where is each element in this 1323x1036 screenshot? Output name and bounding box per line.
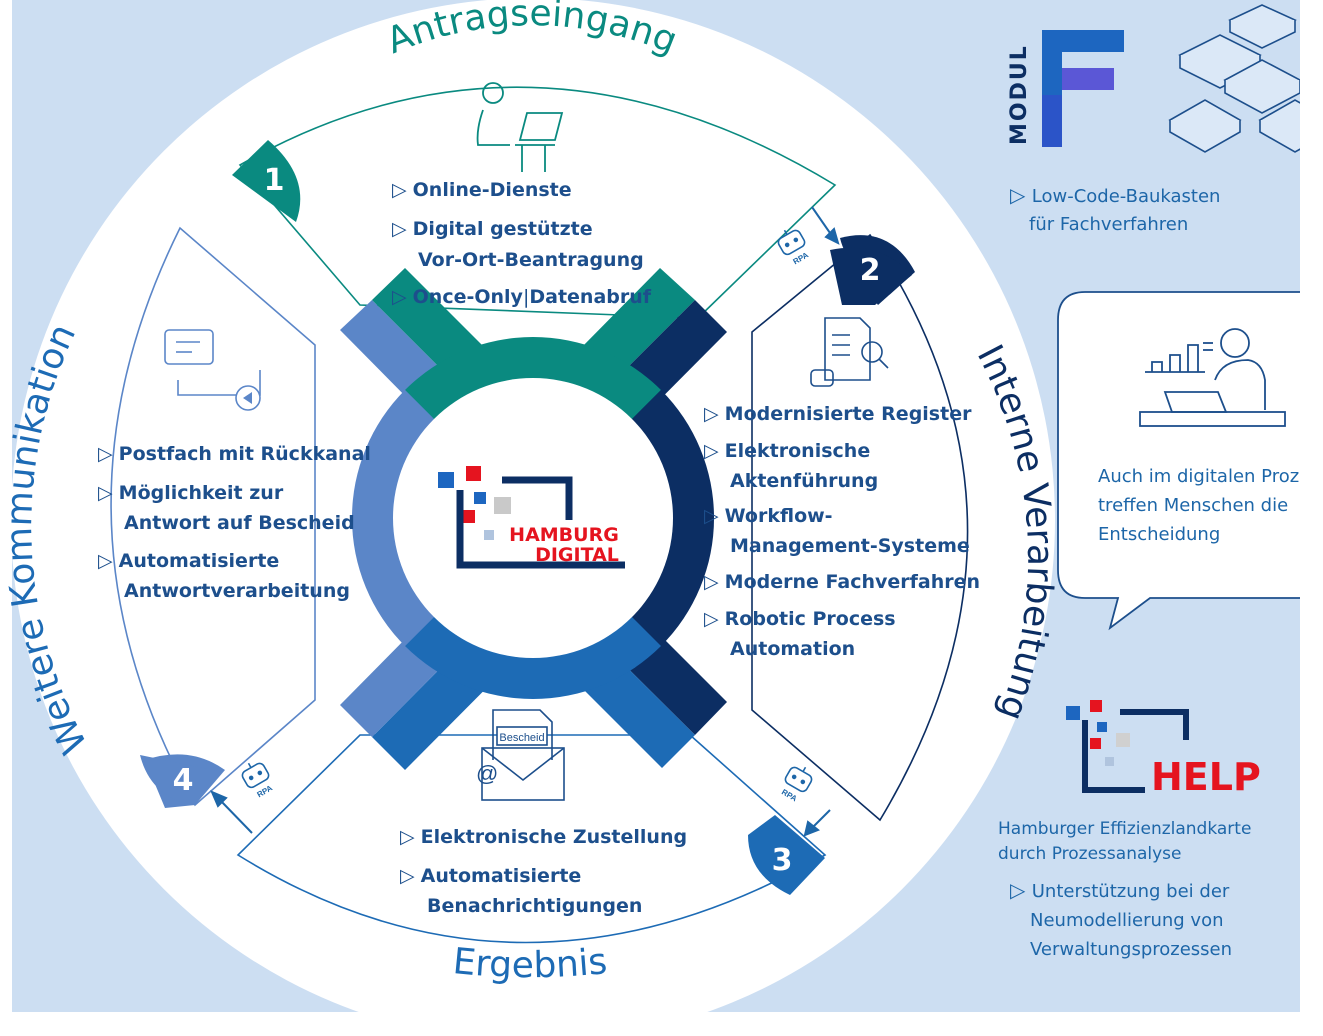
list-interne-verarbeitung: ▷ Modernisierte Register ▷ Elektronische… [704,403,980,660]
list-item: Elektronische Zustellung [421,826,687,848]
person-laptop-icon [476,82,564,172]
badge-1: 1 [232,140,301,222]
svg-text:▷ Once-Only|Datenabruf: ▷ Once-Only|Datenabruf [392,286,652,308]
svg-text:▷ Online-Dienste: ▷ Online-Dienste [392,179,572,201]
svg-text:@: @ [476,761,498,786]
list-item: Antwortverarbeitung [124,580,350,602]
list-weitere-kommunikation: ▷ Postfach mit Rückkanal ▷ Möglichkeit z… [98,443,371,602]
speech-bubble [1057,291,1300,631]
bubble-line-1: Auch im digitalen Prozess [1098,466,1323,487]
list-item: Once-Only [413,286,524,308]
svg-text:▷ Automatisierte: ▷ Automatisierte [98,550,279,572]
center-ring [351,336,715,700]
badge-4: 4 [140,754,225,808]
sector-ergebnis [236,734,827,944]
logo-line2: DIGITAL [535,544,619,566]
svg-text:HELP: HELP [1151,755,1261,799]
list-item: Automatisierte [421,865,582,887]
svg-text:▷ Moderne Fachverfahren: ▷ Moderne Fachverfahren [704,571,980,593]
svg-text:3: 3 [772,843,793,878]
list-item: Modernisierte Register [725,403,972,425]
list-item: Elektronische [725,440,871,462]
list-item: Workflow- [725,505,833,527]
list-item: Robotic Process [725,608,896,630]
svg-text:▷ Low-Code-Baukasten: ▷ Low-Code-Baukasten [1010,183,1220,207]
sector-antragseingang [238,86,837,319]
svg-text:▷ Elektronische: ▷ Elektronische [704,440,870,462]
modul-f-caption: Low-Code-Baukasten [1032,186,1221,207]
stacked-building-blocks-icon [1168,4,1300,153]
svg-text:▷ Möglichkeit zur: ▷ Möglichkeit zur [98,482,284,504]
list-item: Automatisierte [119,550,280,572]
svg-text:▷ Automatisierte: ▷ Automatisierte [400,865,581,887]
svg-text:▷ Digital gestützte: ▷ Digital gestützte [392,218,593,240]
modul-f-caption-2: für Fachverfahren [1029,214,1188,235]
help-caption-1: Hamburger Effizienzlandkarte [998,819,1251,839]
list-item: Benachrichtigungen [427,895,642,917]
svg-text:MODUL: MODUL [1007,44,1032,145]
flow-arrows [210,206,840,837]
help-bullet-2: Neumodellierung von [1030,910,1224,931]
svg-text:▷ Elektronische Zustellung: ▷ Elektronische Zustellung [400,826,687,848]
svg-text:4: 4 [173,763,194,798]
list-item: Digital gestützte [413,218,593,240]
list-item: Aktenführung [730,470,878,492]
svg-text:▷ Modernisierte Register: ▷ Modernisierte Register [704,403,972,425]
list-item: Online-Dienste [413,179,572,201]
list-item: Datenabruf [529,286,651,308]
list-item: Vor-Ort-Beantragung [418,249,644,271]
list-item: Moderne Fachverfahren [725,571,980,593]
list-item: Management-Systeme [730,535,970,557]
document-search-robot-icon [810,317,889,387]
svg-text:▷ Unterstützung bei der: ▷ Unterstützung bei der [1010,878,1230,902]
help-logo: HELP [1066,700,1261,799]
list-item: Automation [730,638,855,660]
bubble-line-3: Entscheidung [1098,524,1220,545]
envelope-bescheid-icon: Bescheid @ [476,709,565,801]
bubble-line-2: treffen Menschen die [1098,495,1288,516]
svg-text:▷ Postfach mit Rückkanal: ▷ Postfach mit Rückkanal [98,443,371,465]
help-caption-2: durch Prozessanalyse [998,844,1181,864]
modul-f-logo: MODUL [1007,30,1124,147]
sector-interne-verarbeitung [751,233,969,822]
svg-text:▷ Robotic Process: ▷ Robotic Process [704,608,896,630]
hamburg-digital-logo: HAMBURG DIGITAL [438,466,625,569]
help-bullet-1: Unterstützung bei der [1032,881,1230,902]
help-bullet-3: Verwaltungsprozessen [1030,939,1232,960]
list-item: Antwort auf Bescheid [124,512,355,534]
badge-2: 2 [830,235,915,305]
logo-line1: HAMBURG [509,524,619,546]
sector-weitere-kommunikation [110,226,316,807]
list-item: Möglichkeit zur [119,482,284,504]
list-ergebnis: ▷ Elektronische Zustellung ▷ Automatisie… [400,826,687,917]
svg-text:2: 2 [860,253,881,288]
list-item: Postfach mit Rückkanal [119,443,371,465]
svg-text:▷ Workflow-: ▷ Workflow- [704,505,833,527]
svg-text:Bescheid: Bescheid [499,732,544,744]
chat-envelope-reply-icon [164,329,261,411]
list-antragseingang: ▷ Online-Dienste ▷ Digital gestützte Vor… [392,179,652,308]
title-ergebnis: Ergebnis [451,941,609,986]
svg-text:1: 1 [264,163,285,198]
person-at-desk-chart-icon [1139,328,1286,427]
badge-3: 3 [748,815,825,895]
